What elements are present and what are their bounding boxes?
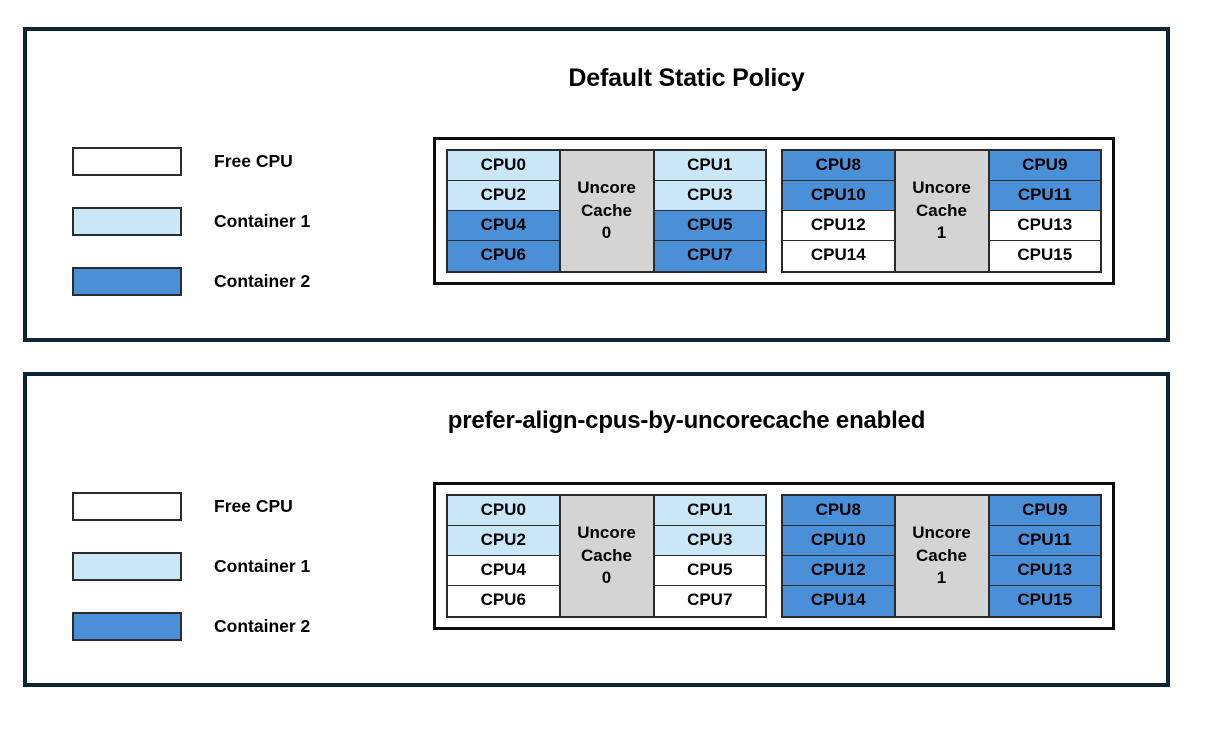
- cpu-cell: CPU15: [989, 586, 1100, 616]
- cache-group-0: CPU0 CPU2 CPU4 CPU6 Uncore Cache 0 CPU1 …: [446, 149, 767, 273]
- cpu-cell: CPU4: [448, 211, 559, 241]
- cpu-cell: CPU0: [448, 496, 559, 526]
- cache-label-line-3: 1: [936, 223, 947, 243]
- cache-label-line-2: Cache: [580, 545, 633, 565]
- cache-label-line-1: Uncore: [912, 178, 971, 198]
- cpu-column-right: CPU1 CPU3 CPU5 CPU7: [654, 151, 765, 271]
- cpu-cell: CPU6: [448, 241, 559, 271]
- legend: Free CPU Container 1 Container 2: [72, 131, 310, 311]
- cpu-cell: CPU12: [783, 556, 894, 586]
- uncore-cache-label-1: Uncore Cache 1: [893, 496, 990, 616]
- cpu-cell: CPU10: [783, 526, 894, 556]
- cpu-column-left: CPU0 CPU2 CPU4 CPU6: [448, 151, 559, 271]
- cache-group-1: CPU8 CPU10 CPU12 CPU14 Uncore Cache 1 CP…: [781, 149, 1102, 273]
- legend-label-container-2: Container 2: [214, 615, 311, 636]
- cpu-cell: CPU3: [654, 526, 765, 556]
- legend-label-container-2: Container 2: [214, 270, 311, 291]
- panel-title-text: Default Static Policy: [568, 64, 805, 92]
- legend-item-container-1: Container 1: [72, 536, 310, 596]
- cache-label-line-3: 0: [601, 223, 612, 243]
- legend-swatch-container-2: [72, 611, 182, 641]
- cpu-column-right: CPU9 CPU11 CPU13 CPU15: [989, 151, 1100, 271]
- cpu-column-left: CPU8 CPU10 CPU12 CPU14: [783, 496, 894, 616]
- cache-label-line-1: Uncore: [912, 523, 971, 543]
- legend: Free CPU Container 1 Container 2: [72, 476, 310, 656]
- cpu-cell: CPU11: [989, 181, 1100, 211]
- cpu-cell: CPU5: [654, 556, 765, 586]
- cpu-column-left: CPU8 CPU10 CPU12 CPU14: [783, 151, 894, 271]
- uncore-cache-label-0: Uncore Cache 0: [558, 151, 655, 271]
- cpu-cell: CPU2: [448, 526, 559, 556]
- cpu-column-right: CPU1 CPU3 CPU5 CPU7: [654, 496, 765, 616]
- cpu-cell: CPU1: [654, 496, 765, 526]
- panel-title: Default Static Policy: [27, 64, 1166, 93]
- legend-label-container-1: Container 1: [214, 555, 311, 576]
- legend-label-container-1: Container 1: [214, 210, 311, 231]
- cpu-cell: CPU12: [783, 211, 894, 241]
- legend-swatch-free-cpu: [72, 491, 182, 521]
- legend-label-free-cpu: Free CPU: [214, 150, 293, 171]
- cpu-cell: CPU1: [654, 151, 765, 181]
- legend-label-free-cpu: Free CPU: [214, 495, 293, 516]
- cpu-cell: CPU7: [654, 241, 765, 271]
- cache-group-0: CPU0 CPU2 CPU4 CPU6 Uncore Cache 0 CPU1 …: [446, 494, 767, 618]
- cpu-topology-table: CPU0 CPU2 CPU4 CPU6 Uncore Cache 0 CPU1 …: [433, 482, 1115, 630]
- cpu-cell: CPU9: [989, 496, 1100, 526]
- cpu-cell: CPU9: [989, 151, 1100, 181]
- cpu-cell: CPU13: [989, 211, 1100, 241]
- cache-label-line-3: 1: [936, 568, 947, 588]
- cpu-topology-table: CPU0 CPU2 CPU4 CPU6 Uncore Cache 0 CPU1 …: [433, 137, 1115, 285]
- cpu-cell: CPU7: [654, 586, 765, 616]
- legend-swatch-free-cpu: [72, 146, 182, 176]
- uncore-cache-label-1: Uncore Cache 1: [893, 151, 990, 271]
- cache-label-line-2: Cache: [915, 545, 968, 565]
- legend-swatch-container-1: [72, 551, 182, 581]
- cache-label-line-1: Uncore: [577, 523, 636, 543]
- cache-label-line-2: Cache: [580, 200, 633, 220]
- cpu-cell: CPU3: [654, 181, 765, 211]
- cpu-cell: CPU13: [989, 556, 1100, 586]
- cache-label-line-1: Uncore: [577, 178, 636, 198]
- panel-prefer-align-cpus-by-uncorecache: prefer-align-cpus-by-uncorecache enabled…: [23, 372, 1170, 687]
- cpu-column-left: CPU0 CPU2 CPU4 CPU6: [448, 496, 559, 616]
- legend-item-free-cpu: Free CPU: [72, 131, 310, 191]
- legend-item-container-1: Container 1: [72, 191, 310, 251]
- legend-swatch-container-2: [72, 266, 182, 296]
- legend-item-container-2: Container 2: [72, 251, 310, 311]
- cpu-cell: CPU6: [448, 586, 559, 616]
- cache-group-1: CPU8 CPU10 CPU12 CPU14 Uncore Cache 1 CP…: [781, 494, 1102, 618]
- cpu-cell: CPU8: [783, 151, 894, 181]
- cache-label-line-3: 0: [601, 568, 612, 588]
- cpu-cell: CPU8: [783, 496, 894, 526]
- panel-default-static-policy: Default Static Policy Free CPU Container…: [23, 27, 1170, 342]
- cpu-cell: CPU2: [448, 181, 559, 211]
- uncore-cache-label-0: Uncore Cache 0: [558, 496, 655, 616]
- cpu-cell: CPU5: [654, 211, 765, 241]
- cpu-cell: CPU11: [989, 526, 1100, 556]
- cpu-cell: CPU14: [783, 586, 894, 616]
- panel-title: prefer-align-cpus-by-uncorecache enabled: [27, 407, 1166, 435]
- cpu-cell: CPU4: [448, 556, 559, 586]
- cpu-cell: CPU0: [448, 151, 559, 181]
- legend-item-free-cpu: Free CPU: [72, 476, 310, 536]
- legend-item-container-2: Container 2: [72, 596, 310, 656]
- legend-swatch-container-1: [72, 206, 182, 236]
- cpu-cell: CPU14: [783, 241, 894, 271]
- panel-title-text: prefer-align-cpus-by-uncorecache enabled: [447, 407, 926, 434]
- cpu-cell: CPU15: [989, 241, 1100, 271]
- cpu-cell: CPU10: [783, 181, 894, 211]
- cpu-column-right: CPU9 CPU11 CPU13 CPU15: [989, 496, 1100, 616]
- cache-label-line-2: Cache: [915, 200, 968, 220]
